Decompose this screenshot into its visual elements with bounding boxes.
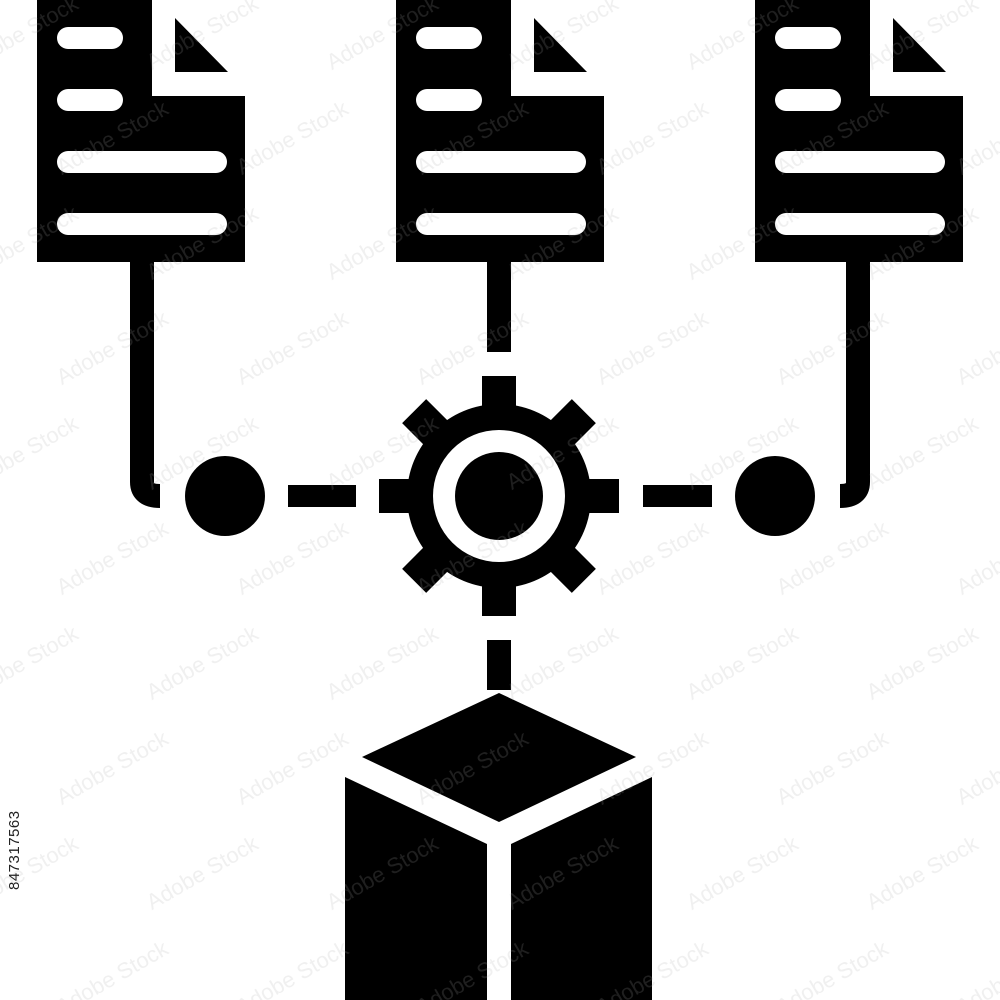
document-left-icon	[37, 0, 245, 262]
cube-icon	[345, 693, 652, 1000]
gear-icon	[379, 376, 619, 616]
document-right-icon	[755, 0, 963, 262]
stock-id-label: 847317563	[6, 810, 23, 890]
document-middle-icon	[396, 0, 604, 262]
connector-lines	[130, 262, 870, 690]
node-dot-right-icon	[735, 456, 815, 536]
node-dot-left-icon	[185, 456, 265, 536]
